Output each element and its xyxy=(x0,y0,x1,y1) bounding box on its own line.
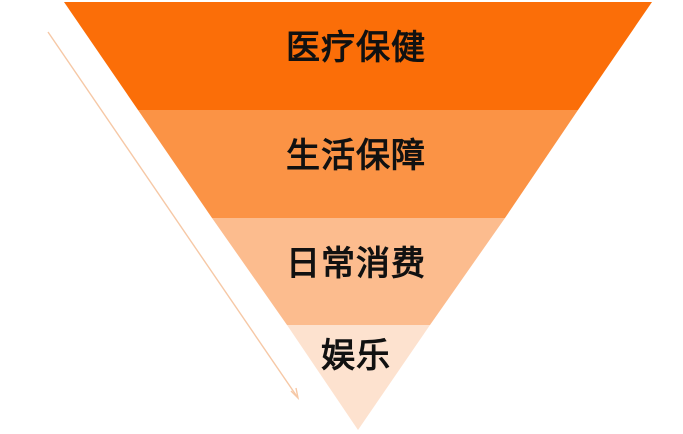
pyramid-tier-daily-consumption xyxy=(212,218,505,325)
tier-label-daily-consumption: 日常消费 xyxy=(286,244,426,284)
priority-arrow-line xyxy=(47,31,299,399)
priority-arrow-head xyxy=(290,387,300,401)
pyramid-tier-entertainment xyxy=(287,325,430,430)
tier-label-entertainment: 娱乐 xyxy=(321,336,391,376)
tier-label-healthcare: 医疗保健 xyxy=(286,28,426,68)
tier-label-living-security: 生活保障 xyxy=(286,136,426,176)
pyramid-tier-healthcare xyxy=(64,2,652,110)
pyramid-tier-living-security xyxy=(138,110,578,218)
